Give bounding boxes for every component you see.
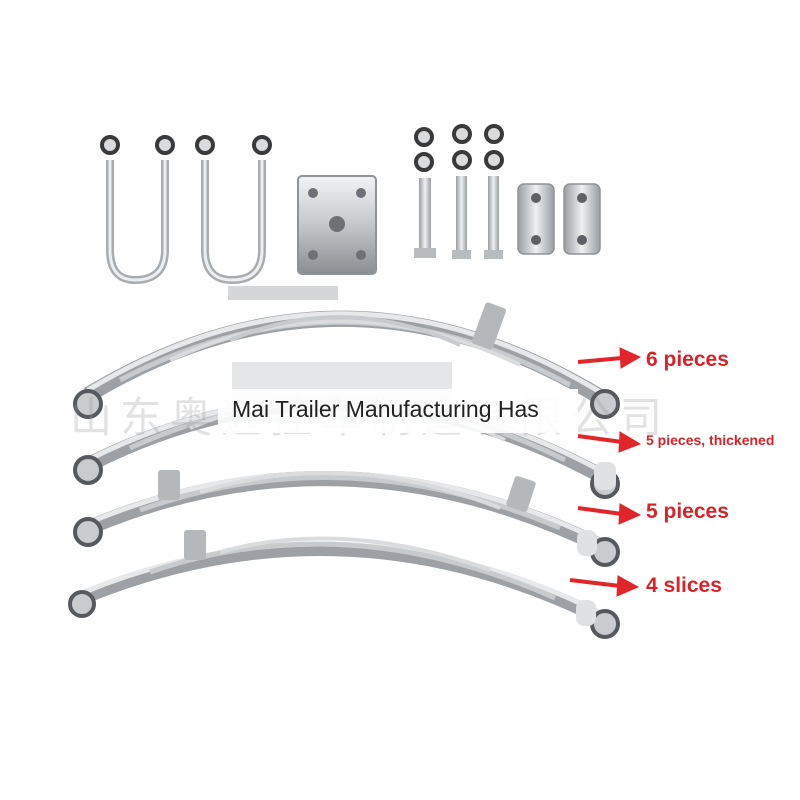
label-4-slices: 4 slices <box>646 574 722 597</box>
bolts-and-nuts <box>414 124 504 259</box>
red-arrows <box>569 347 642 597</box>
shackle-plates <box>517 183 601 255</box>
label-5-pieces-thickened: 5 pieces, thickened <box>646 432 775 448</box>
mounting-plate <box>297 175 377 275</box>
leaf-spring-5-pieces <box>73 470 620 567</box>
label-6-pieces: 6 pieces <box>646 348 729 371</box>
watermark-band <box>218 389 578 433</box>
leaf-spring-6-pieces <box>73 286 620 419</box>
u-bolt-left <box>100 135 175 285</box>
leaf-spring-4-slices <box>68 530 620 639</box>
u-bolt-right <box>195 135 272 285</box>
label-5-pieces: 5 pieces <box>646 500 729 523</box>
watermark-english: Mai Trailer Manufacturing Has <box>232 396 539 422</box>
